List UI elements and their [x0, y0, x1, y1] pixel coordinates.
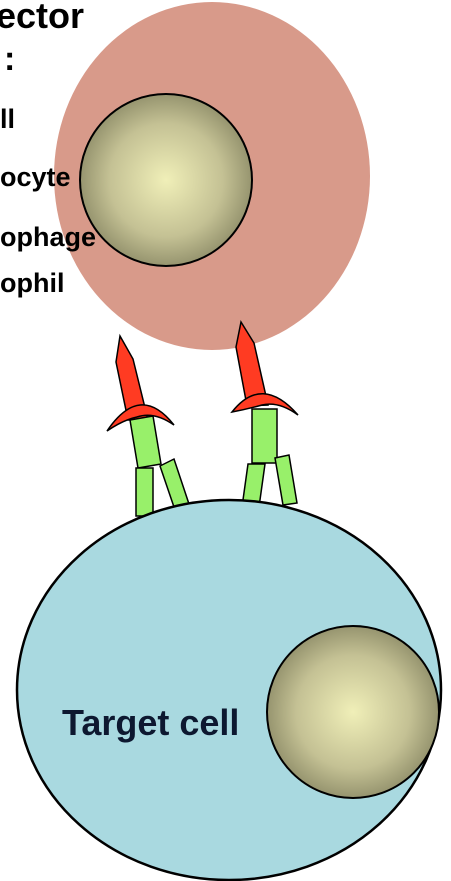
effector-label-line-2: :: [4, 40, 15, 78]
antibody-left-arm-right: [160, 459, 189, 510]
antibody-right: [232, 322, 298, 507]
antibody-right-arm-right: [275, 455, 297, 505]
target-cell: Target cell: [17, 500, 441, 880]
target-nucleus: [267, 626, 439, 798]
effector-label-line-3: ll: [0, 104, 15, 134]
antibody-left: [107, 336, 189, 516]
effector-label-line-6: ophil: [0, 268, 64, 298]
effector-label-line-1: ector: [0, 0, 84, 36]
antibody-right-stem: [252, 409, 277, 463]
effector-cell: ector : ll ocyte ophage ophil: [0, 0, 370, 350]
antibody-left-stem: [130, 416, 161, 468]
effector-label-line-5: ophage: [0, 222, 96, 252]
effector-nucleus: [80, 94, 252, 266]
antibody-left-arm-left: [136, 468, 153, 516]
effector-label-line-4: ocyte: [0, 162, 71, 192]
target-cell-label: Target cell: [62, 702, 239, 743]
